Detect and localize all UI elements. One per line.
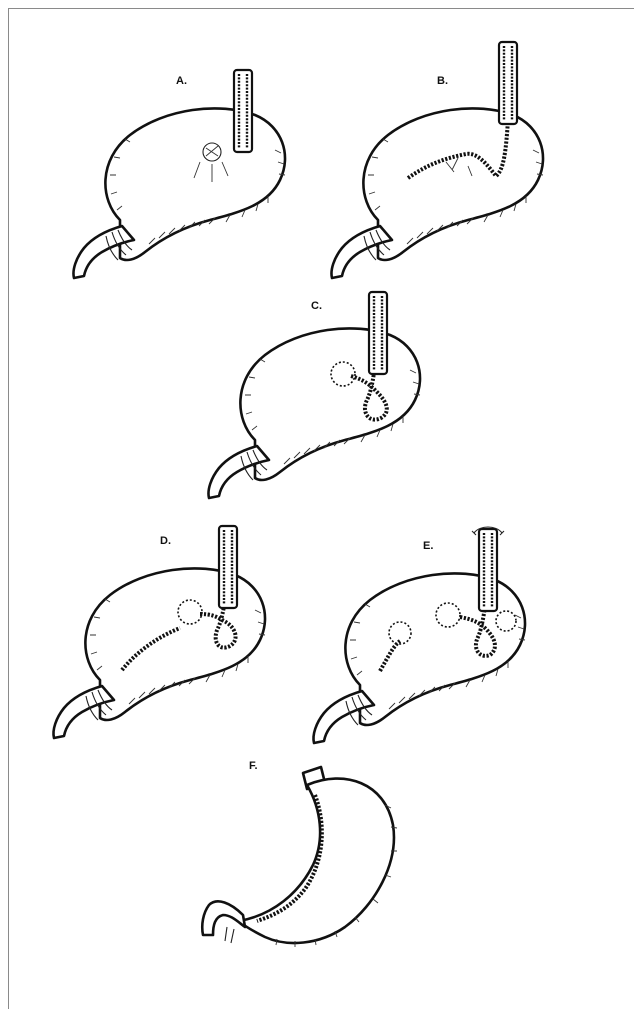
panel-e: E. <box>313 527 525 743</box>
panel-a: A. <box>73 70 285 278</box>
panel-f-label: F. <box>249 760 258 772</box>
panel-b: B. <box>331 42 543 278</box>
panel-a-label: A. <box>176 75 187 87</box>
panel-c: C. <box>208 292 420 498</box>
panel-d: D. <box>53 526 265 738</box>
panel-e-label: E. <box>423 540 433 552</box>
panel-d-label: D. <box>160 535 171 547</box>
panel-c-label: C. <box>311 300 322 312</box>
panel-f: F. <box>202 760 397 947</box>
panel-b-label: B. <box>437 75 448 87</box>
